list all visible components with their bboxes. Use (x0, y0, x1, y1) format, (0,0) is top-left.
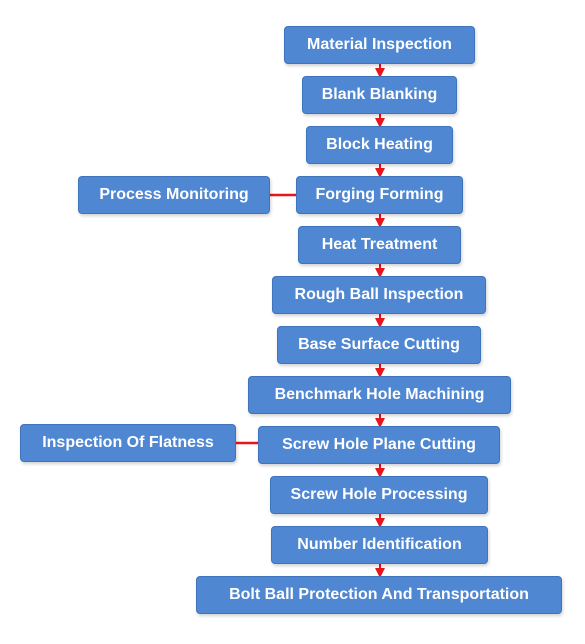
step-heat-treatment: Heat Treatment (298, 226, 461, 264)
step-block-heating: Block Heating (306, 126, 453, 164)
step-rough-ball-inspection: Rough Ball Inspection (272, 276, 486, 314)
step-blank-blanking: Blank Blanking (302, 76, 457, 114)
step-screw-hole-plane-cutting: Screw Hole Plane Cutting (258, 426, 500, 464)
step-screw-hole-processing: Screw Hole Processing (270, 476, 488, 514)
step-forging-forming: Forging Forming (296, 176, 463, 214)
side-step-inspection-of-flatness: Inspection Of Flatness (20, 424, 236, 462)
step-base-surface-cutting: Base Surface Cutting (277, 326, 481, 364)
side-step-process-monitoring: Process Monitoring (78, 176, 270, 214)
step-material-inspection: Material Inspection (284, 26, 475, 64)
step-benchmark-hole-machining: Benchmark Hole Machining (248, 376, 511, 414)
step-bolt-ball-protection-and-transportation: Bolt Ball Protection And Transportation (196, 576, 562, 614)
step-number-identification: Number Identification (271, 526, 488, 564)
